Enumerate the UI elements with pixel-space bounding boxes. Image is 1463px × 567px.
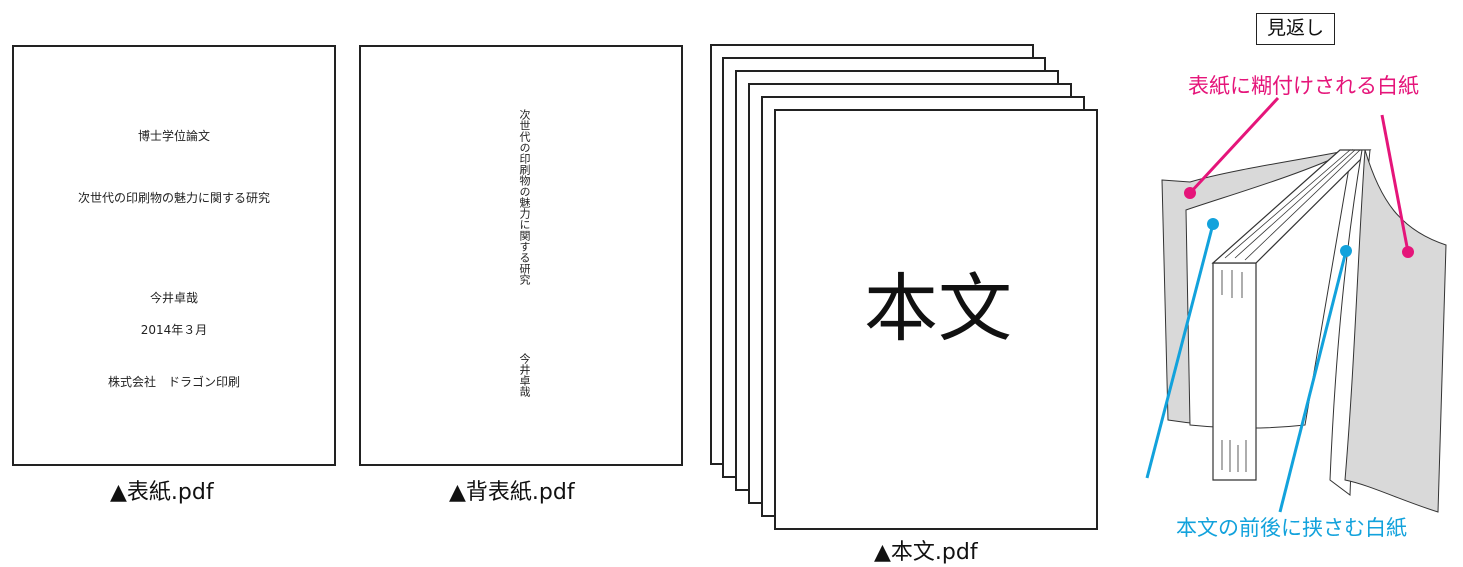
left-inserted-sheet [1185,149,1353,429]
pasted-endpaper-label: 表紙に糊付けされる白紙 [1188,74,1419,98]
cover-title: 博士学位論文 [137,129,210,143]
text-block-top [1211,149,1372,264]
inserted-endpaper-label: 本文の前後に挟さむ白紙 [1176,516,1407,540]
cover-author: 今井卓哉 [149,291,198,305]
body-label: 本文 [864,266,1012,352]
endpaper-title: 見返し [1256,13,1336,45]
cover-page: 博士学位論文 次世代の印刷物の魅力に関する研究 今井卓哉 2014年３月 株式会… [12,45,336,466]
right-pasted-sheet [1344,149,1447,513]
body-sheet-front: 本文 [774,109,1098,530]
left-pasted-sheet [1161,149,1351,427]
cover-company: 株式会社 ドラゴン印刷 [107,375,240,389]
right-inserted-sheet [1329,149,1371,496]
body-caption: ▲本文.pdf [874,540,978,565]
text-block [1212,262,1257,481]
page-edge-lines [1221,149,1361,472]
cover-date: 2014年３月 [140,323,208,337]
cover-thesis-title: 次世代の印刷物の魅力に関する研究 [77,191,270,205]
spine-author: 今井卓哉 [518,353,531,397]
spine-caption: ▲背表紙.pdf [449,480,575,505]
cover-caption: ▲表紙.pdf [110,480,214,505]
spine-page: 次世代の印刷物の魅力に関する研究 今井卓哉 [359,45,683,466]
spine-title: 次世代の印刷物の魅力に関する研究 [518,109,531,285]
